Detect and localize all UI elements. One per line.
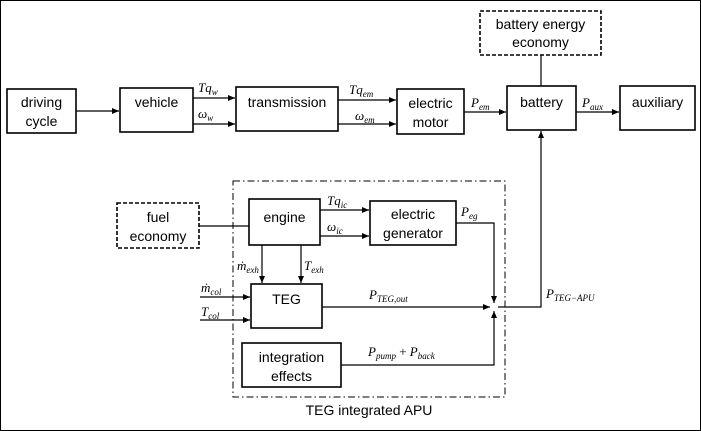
fuel-economy-label-1: fuel — [147, 209, 170, 225]
vehicle-block: vehicle — [119, 87, 194, 133]
apu-region — [232, 180, 506, 398]
fuel-economy-block: fuel economy — [116, 202, 200, 249]
label-tq-em: Tqem — [349, 82, 374, 99]
transmission-label: transmission — [248, 94, 327, 110]
integration-effects-label-2: effects — [271, 368, 312, 384]
label-p-teg-apu: PTEG−APU — [545, 286, 595, 303]
electric-generator-label-2: generator — [383, 225, 443, 241]
electric-motor-block: electric motor — [396, 88, 465, 135]
electric-generator-label-1: electric — [391, 206, 435, 222]
apu-caption: TEG integrated APU — [306, 402, 433, 418]
label-p-teg-out: PTEG,out — [368, 287, 408, 304]
battery-block: battery — [506, 85, 577, 131]
label-t-exh: Texh — [304, 258, 324, 275]
integration-effects-block: integration effects — [241, 342, 342, 388]
label-p-em: Pem — [470, 95, 490, 112]
label-m-exh: ṁexh — [237, 258, 259, 275]
arrow-pteg-apu — [498, 131, 544, 308]
label-omega-ic: ωic — [327, 219, 343, 236]
label-m-col: ṁcol — [201, 280, 222, 297]
battery-energy-economy-block: battery energy economy — [479, 10, 602, 56]
label-p-eg: Peg — [460, 204, 478, 221]
electric-generator-block: electric generator — [369, 200, 457, 246]
engine-label: engine — [263, 209, 305, 225]
transmission-block: transmission — [235, 86, 339, 132]
label-p-pump-back: Ppump + Pback — [367, 344, 436, 361]
teg-label: TEG — [272, 291, 301, 307]
auxiliary-block: auxiliary — [619, 85, 696, 131]
vehicle-label: vehicle — [135, 94, 179, 110]
label-t-col: Tcol — [201, 304, 220, 321]
auxiliary-label: auxiliary — [632, 94, 683, 110]
teg-block: TEG — [250, 283, 323, 329]
connectors — [76, 55, 619, 366]
label-omega-w: ωw — [198, 106, 213, 123]
driving-cycle-label-2: cycle — [26, 113, 58, 129]
electric-motor-label-1: electric — [408, 95, 452, 111]
battery-energy-economy-label-1: battery energy — [496, 16, 586, 32]
arrow-ppump-back — [341, 311, 497, 366]
label-p-aux: Paux — [581, 95, 603, 112]
driving-cycle-block: driving cycle — [6, 88, 77, 134]
label-omega-em: ωem — [355, 108, 375, 125]
battery-label: battery — [520, 94, 563, 110]
fuel-economy-label-2: economy — [130, 228, 187, 244]
engine-block: engine — [248, 198, 321, 246]
label-tq-w: Tqw — [198, 80, 218, 97]
integration-effects-label-1: integration — [259, 349, 324, 365]
electric-motor-label-2: motor — [413, 114, 449, 130]
label-tq-ic: Tqic — [327, 193, 347, 210]
driving-cycle-label-1: driving — [21, 94, 62, 110]
arrow-peg — [456, 222, 497, 303]
battery-energy-economy-label-2: economy — [512, 34, 569, 50]
